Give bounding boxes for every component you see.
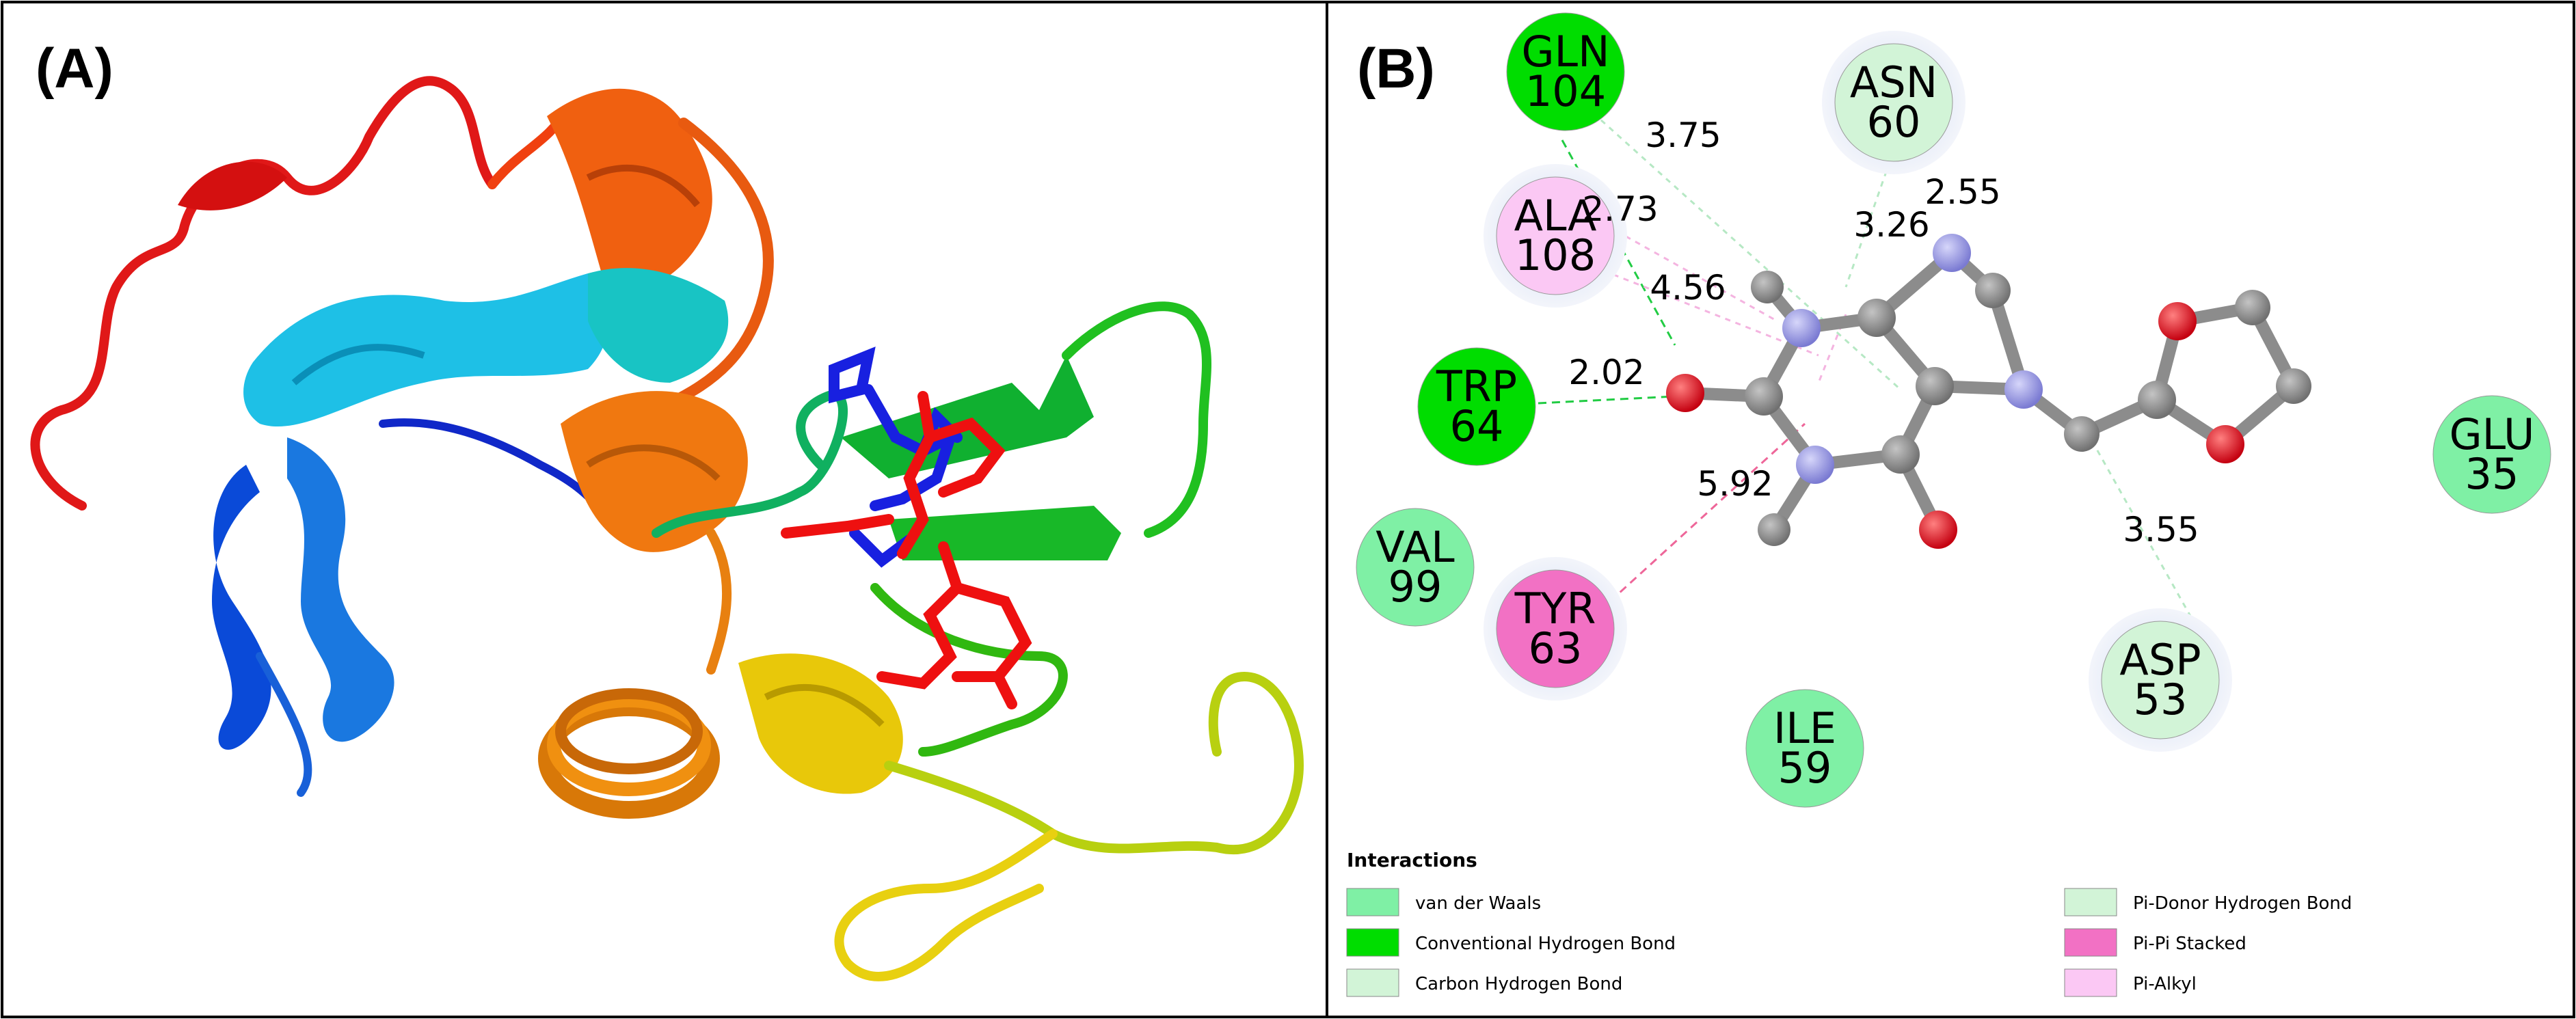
distance-5-92: 5.92 — [1697, 464, 1773, 504]
residue-name: ALA — [1514, 191, 1597, 241]
residue-number: 64 — [1450, 401, 1504, 451]
panel-b-frame — [1326, 1, 2575, 1018]
yellow-green-loop — [884, 671, 1304, 855]
residue-tyr63: TYR 63 — [1484, 557, 1627, 701]
residue-discs: GLN 104 ASN 60 ALA 108 TRP 64 VAL 99 — [1356, 12, 2551, 808]
legend-swatch — [1346, 928, 1399, 957]
hbond-line-trp64 — [1538, 395, 1676, 405]
blue-helix-mid — [287, 437, 394, 742]
residue-asn60: ASN 60 — [1822, 31, 1965, 174]
pipi-line-tyr63 — [1609, 422, 1806, 603]
legend-label: Pi-Alkyl — [2133, 974, 2197, 994]
ch-line-gln104 — [1592, 111, 1902, 391]
legend-swatch — [2064, 928, 2117, 957]
legend-label: Pi-Donor Hydrogen Bond — [2133, 893, 2352, 914]
teal-helix — [588, 268, 729, 383]
cyan-helix — [243, 273, 608, 427]
blue-helix-lower — [212, 465, 271, 750]
protein-cartoon — [30, 76, 1304, 981]
residue-number: 99 — [1388, 562, 1443, 612]
legend-item: Pi-Pi Stacked — [2064, 928, 2246, 957]
residue-number: 35 — [2465, 449, 2519, 499]
distance-2-02: 2.02 — [1568, 353, 1644, 392]
residue-val99: VAL 99 — [1356, 508, 1475, 627]
residue-name: TRP — [1436, 362, 1517, 411]
legend-swatch — [2064, 888, 2117, 916]
legend-label: Conventional Hydrogen Bond — [1415, 934, 1676, 954]
residue-name: ASN — [1850, 57, 1937, 107]
distance-labels: 3.75 2.73 2.55 3.26 4.56 2.02 5.92 3.55 — [1568, 116, 2199, 549]
legend-swatch — [1346, 888, 1399, 916]
legend-label: Carbon Hydrogen Bond — [1415, 974, 1622, 994]
residue-gln104: GLN 104 — [1506, 12, 1625, 131]
residue-number: 104 — [1525, 66, 1606, 116]
residue-number: 53 — [2134, 675, 2188, 724]
residue-trp64: TRP 64 — [1417, 347, 1536, 466]
residue-name: ASP — [2119, 635, 2201, 685]
legend-swatch — [2064, 968, 2117, 997]
residue-number: 59 — [1778, 743, 1832, 793]
residue-number: 63 — [1529, 623, 1583, 673]
ligand-ball-and-stick — [1666, 234, 2311, 549]
orange-helix-mid — [561, 391, 748, 552]
residue-name: GLU — [2450, 409, 2535, 459]
panel-a-label: (A) — [36, 38, 113, 100]
distance-2-55: 2.55 — [1924, 172, 2000, 212]
ligand-red — [781, 391, 1032, 709]
residue-name: ILE — [1773, 703, 1836, 753]
legend-item: Carbon Hydrogen Bond — [1346, 968, 1622, 997]
pidonor-line-asp53 — [2091, 440, 2203, 636]
legend-title: Interactions — [1347, 849, 1477, 871]
panel-b-label: (B) — [1357, 38, 1435, 100]
red-loop — [30, 76, 497, 511]
distance-3-55: 3.55 — [2123, 510, 2199, 549]
legend-item: Pi-Alkyl — [2064, 968, 2197, 997]
legend-item: Pi-Donor Hydrogen Bond — [2064, 888, 2352, 916]
pialkyl-line-ala108 — [1592, 265, 1819, 357]
residue-ile59: ILE 59 — [1745, 689, 1864, 808]
legend-item: van der Waals — [1346, 888, 1541, 916]
ligand-atoms — [1666, 234, 2311, 549]
residue-glu35: GLU 35 — [2432, 395, 2551, 514]
legend-label: van der Waals — [1415, 893, 1541, 914]
residue-ala108: ALA 108 — [1484, 164, 1627, 308]
legend-label: Pi-Pi Stacked — [2133, 934, 2246, 954]
residue-number: 108 — [1515, 230, 1596, 280]
residue-name: VAL — [1376, 522, 1455, 572]
residue-name: TYR — [1514, 584, 1596, 634]
orange-helix-top — [547, 88, 712, 288]
distance-3-26: 3.26 — [1853, 205, 1929, 245]
distance-2-73: 2.73 — [1582, 189, 1658, 229]
legend-item: Conventional Hydrogen Bond — [1346, 928, 1676, 957]
distance-3-75: 3.75 — [1645, 116, 1721, 155]
red-helix — [178, 161, 287, 210]
legend-swatch — [1346, 968, 1399, 997]
distance-4-56: 4.56 — [1650, 268, 1726, 308]
interactions-legend: Interactions van der Waals Conventional … — [1346, 849, 2352, 997]
residue-asp53: ASP 53 — [2089, 608, 2232, 752]
residue-name: GLN — [1522, 27, 1610, 77]
residue-number: 60 — [1867, 97, 1921, 147]
